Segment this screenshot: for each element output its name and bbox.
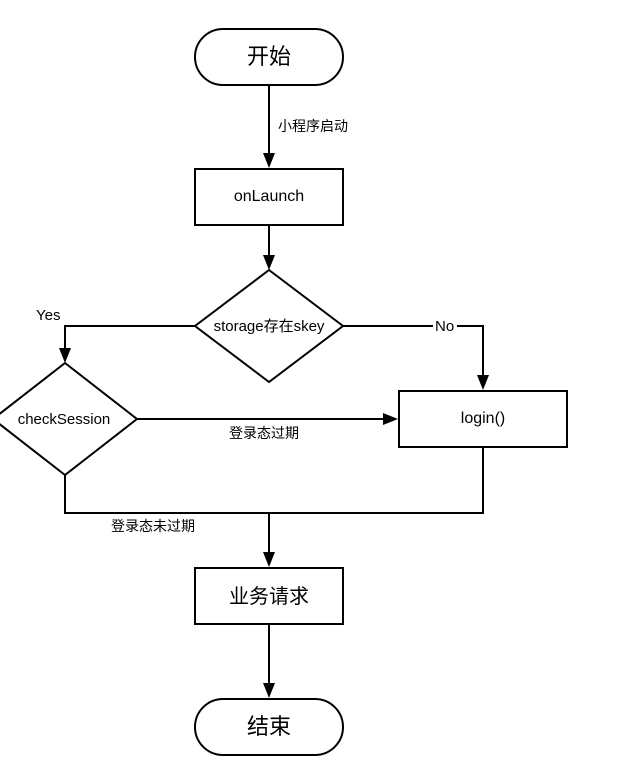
checksession-label: checkSession xyxy=(18,411,111,428)
node-storage-check: storage存在skey xyxy=(193,268,345,384)
arrowhead-login-top xyxy=(477,375,489,390)
business-process xyxy=(194,567,344,625)
arrowhead-end xyxy=(263,683,275,698)
node-onlaunch: onLaunch xyxy=(194,168,344,226)
login-label: login() xyxy=(461,410,505,427)
login-process xyxy=(398,390,568,448)
arrowhead-onlaunch xyxy=(263,153,275,168)
arrowhead-storage xyxy=(263,255,275,270)
connectors xyxy=(59,85,489,698)
checksession-decision xyxy=(0,361,139,477)
node-start: 开始 xyxy=(194,28,344,86)
edge-label-start: 小程序启动 xyxy=(278,119,348,135)
node-business: 业务请求 xyxy=(194,567,344,625)
node-login: login() xyxy=(398,390,568,448)
start-label: 开始 xyxy=(247,45,291,70)
edge-label-no: No xyxy=(435,318,454,335)
node-end: 结束 xyxy=(194,698,344,756)
onlaunch-process xyxy=(194,168,344,226)
edge-storage-login xyxy=(343,325,484,378)
onlaunch-label: onLaunch xyxy=(234,188,304,205)
node-check-session: checkSession xyxy=(0,361,139,477)
edge-storage-checksession xyxy=(64,325,195,352)
edge-label-not-expired: 登录态未过期 xyxy=(111,519,195,535)
edge-merge xyxy=(64,448,484,514)
start-terminator xyxy=(194,28,344,86)
arrowhead-business xyxy=(263,552,275,567)
edge-label-yes: Yes xyxy=(36,307,60,324)
storage-decision xyxy=(193,268,345,384)
edge-label-expired: 登录态过期 xyxy=(229,426,299,442)
business-label: 业务请求 xyxy=(229,584,309,608)
end-label: 结束 xyxy=(247,715,291,740)
no-label-mask xyxy=(433,317,457,335)
arrowhead-login-left xyxy=(383,413,398,425)
end-terminator xyxy=(194,698,344,756)
edge-labels: 小程序启动 Yes No 登录态过期 登录态未过期 xyxy=(36,119,457,535)
storage-label: storage存在skey xyxy=(214,318,325,335)
arrowhead-checksession xyxy=(59,348,71,363)
